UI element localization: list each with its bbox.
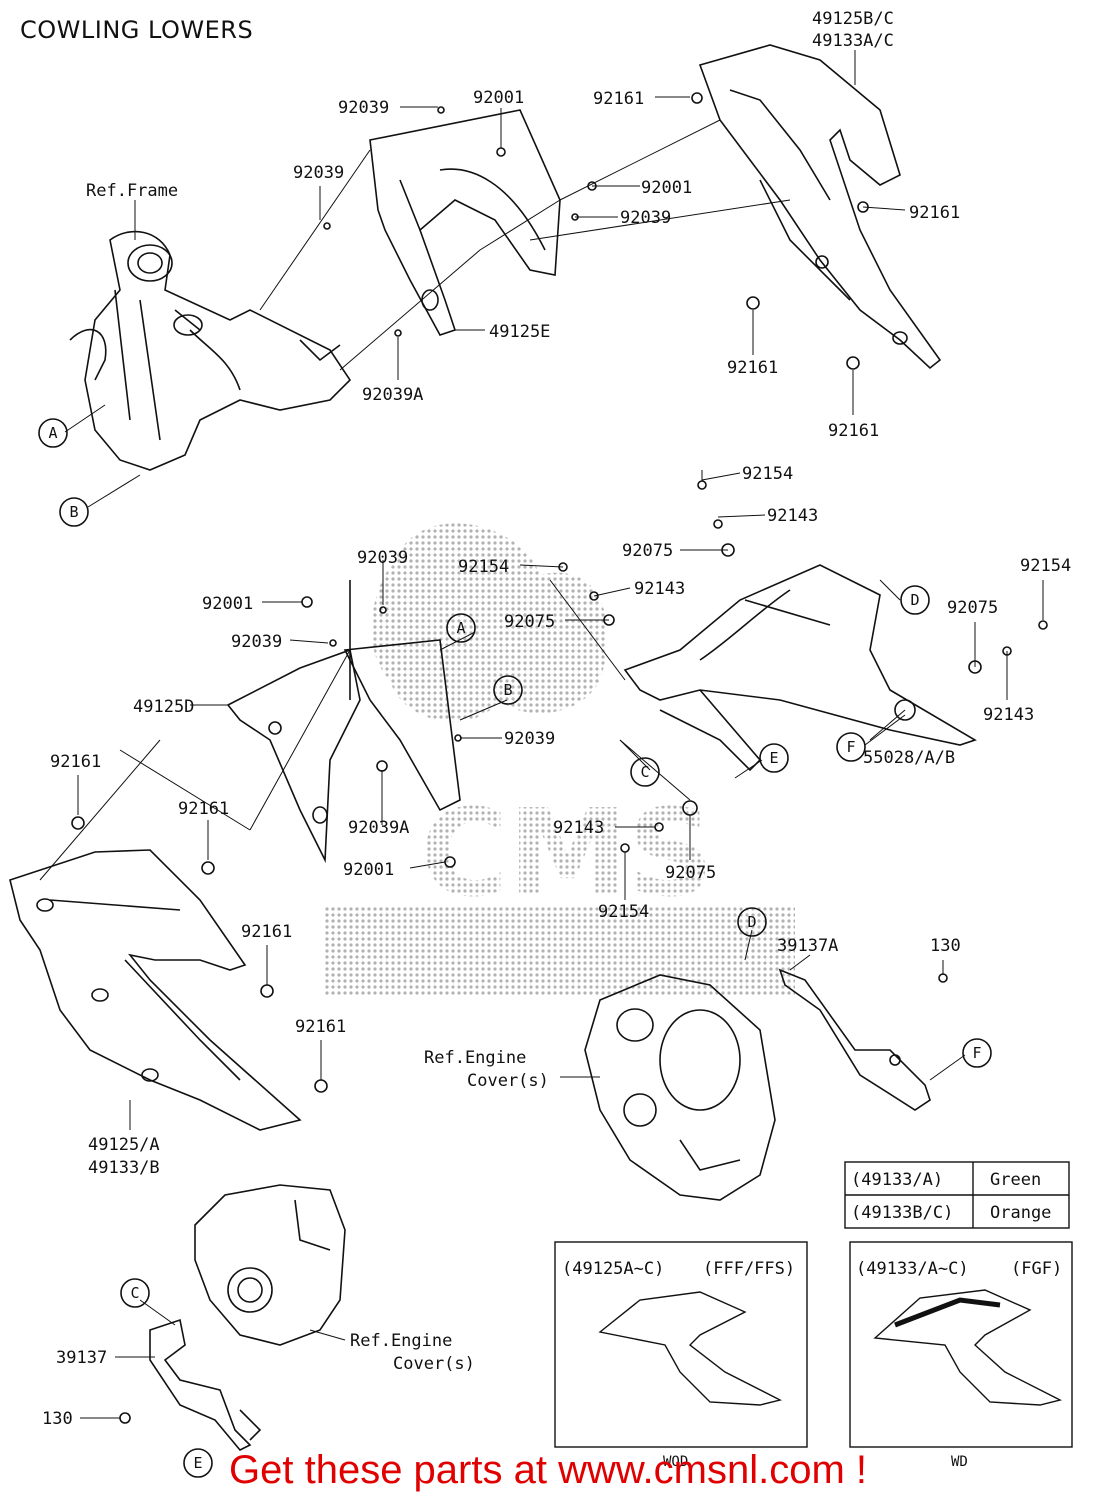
label-92039: 92039	[338, 98, 389, 118]
label-92039: 92039	[620, 208, 671, 228]
engine-cover-left-drawing	[194, 1184, 346, 1346]
label-92154: 92154	[742, 464, 793, 484]
variant-model: (FFF/FFS)	[703, 1259, 795, 1279]
callout-b: B	[69, 503, 78, 521]
callout-f: F	[846, 738, 855, 756]
color-name: Orange	[990, 1203, 1051, 1223]
label-92001: 92001	[343, 860, 394, 880]
cowl-49125e-drawing	[369, 109, 561, 336]
label-92001: 92001	[641, 178, 692, 198]
label-92075: 92075	[947, 598, 998, 618]
label-92075: 92075	[504, 612, 555, 632]
color-code: (49133B/C)	[851, 1203, 953, 1223]
promo-banner[interactable]: Get these parts at www.cmsnl.com !	[229, 1448, 867, 1492]
callout-b: B	[503, 681, 512, 699]
label-ref-frame: Ref.Frame	[86, 181, 178, 201]
label-92039: 92039	[231, 632, 282, 652]
label-92075: 92075	[622, 541, 673, 561]
callout-a: A	[456, 619, 465, 637]
label-92154: 92154	[458, 557, 509, 577]
variant-code: (49133/A~C)	[856, 1259, 969, 1279]
label-ref-engine: Ref.Engine	[350, 1331, 452, 1351]
leader-lines	[39, 50, 1044, 1419]
cowl-55028-drawing	[623, 564, 977, 772]
label-92161: 92161	[593, 89, 644, 109]
callout-e: E	[193, 1454, 202, 1472]
label-92039a: 92039A	[348, 818, 409, 838]
label-92161: 92161	[828, 421, 879, 441]
label-92161: 92161	[909, 203, 960, 223]
color-table-frame	[844, 1161, 1070, 1229]
label-ref-engine: Ref.Engine	[424, 1048, 526, 1068]
watermark-text: CMS	[420, 785, 714, 924]
label-39137: 39137	[56, 1348, 107, 1368]
label-49133b: 49133/B	[88, 1158, 160, 1178]
label-92143: 92143	[767, 506, 818, 526]
label-92161: 92161	[295, 1017, 346, 1037]
label-92143: 92143	[983, 705, 1034, 725]
cowl-49125d-drawing	[226, 580, 461, 864]
callout-d: D	[747, 913, 756, 931]
label-130: 130	[930, 936, 961, 956]
callout-e: E	[769, 749, 778, 767]
callout-d: D	[910, 591, 919, 609]
cowl-49125bc-drawing	[698, 44, 942, 370]
label-92161: 92161	[727, 358, 778, 378]
label-92143: 92143	[553, 818, 604, 838]
callout-f: F	[972, 1044, 981, 1062]
label-92075: 92075	[665, 863, 716, 883]
color-name: Green	[990, 1170, 1041, 1190]
label-49125d: 49125D	[133, 697, 194, 717]
label-49133ac: 49133A/C	[812, 31, 894, 51]
cowl-49125a-drawing	[9, 849, 302, 1131]
callout-c: C	[130, 1284, 139, 1302]
label-55028: 55028/A/B	[863, 748, 955, 768]
label-ref-engine-covers: Cover(s)	[467, 1071, 549, 1091]
watermark: CMS	[325, 523, 795, 995]
page-title: COWLING LOWERS	[20, 16, 254, 44]
label-39137a: 39137A	[777, 936, 838, 956]
label-92001: 92001	[202, 594, 253, 614]
color-table: (49133/A) Green (49133B/C) Orange	[851, 1170, 1051, 1223]
label-92039: 92039	[504, 729, 555, 749]
callout-letters: A B A B C D E F D F C E	[48, 424, 981, 1472]
variant-tag: WD	[951, 1454, 968, 1470]
label-92161: 92161	[241, 922, 292, 942]
frame-drawing	[69, 230, 352, 471]
label-92154: 92154	[1020, 556, 1071, 576]
label-92001: 92001	[473, 88, 524, 108]
color-code: (49133/A)	[851, 1170, 943, 1190]
engine-cover-right-drawing	[584, 974, 776, 1201]
callout-a: A	[48, 424, 57, 442]
label-49125bc: 49125B/C	[812, 9, 894, 29]
callout-c: C	[640, 763, 649, 781]
part-number-labels: 92039 92001 92161 49125B/C 49133A/C 9203…	[42, 9, 1071, 1429]
variant-model: (FGF)	[1011, 1259, 1062, 1279]
label-ref-engine-covers: Cover(s)	[393, 1354, 475, 1374]
label-49125e: 49125E	[489, 322, 550, 342]
bracket-39137-drawing	[149, 1318, 262, 1451]
label-130: 130	[42, 1409, 73, 1429]
label-92039a: 92039A	[362, 385, 423, 405]
label-92154: 92154	[598, 902, 649, 922]
bracket-39137a-drawing	[778, 968, 931, 1111]
label-92143: 92143	[634, 579, 685, 599]
variant-labels: (49125A~C) (FFF/FFS) WOD (49133/A~C) (FG…	[562, 1259, 1062, 1470]
variant-boxes	[554, 1241, 1073, 1448]
fasteners	[71, 92, 1048, 1424]
callout-circles	[38, 418, 992, 1478]
label-49125a: 49125/A	[88, 1135, 160, 1155]
variant-tag: WOD	[663, 1454, 688, 1470]
label-92161: 92161	[50, 752, 101, 772]
variant-code: (49125A~C)	[562, 1259, 664, 1279]
label-92161: 92161	[178, 799, 229, 819]
label-92039: 92039	[357, 548, 408, 568]
label-92039: 92039	[293, 163, 344, 183]
